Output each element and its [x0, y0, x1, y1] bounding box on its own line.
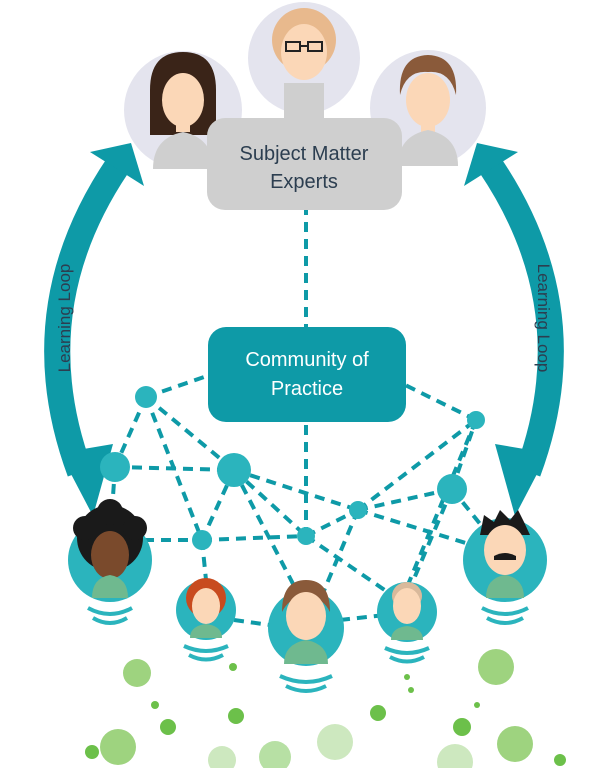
green-dots: [85, 649, 566, 773]
member-avatar-4: [377, 582, 437, 664]
network-nodes: [100, 386, 485, 550]
experts-group: Subject Matter Experts: [124, 2, 486, 210]
experts-box: [207, 118, 402, 210]
left-loop-arrow: [44, 143, 144, 516]
community-label-line2: Practice: [271, 378, 343, 400]
left-loop-label-line1: Knowledge: [23, 276, 42, 360]
member-avatar-3: [268, 580, 344, 693]
right-loop-arrow: [464, 143, 564, 516]
member-avatar-1: [68, 499, 152, 625]
experts-label-line1: Subject Matter: [240, 143, 369, 165]
community-label-line1: Community of: [245, 349, 369, 371]
right-loop-label-line2: Learning Loop: [534, 264, 553, 373]
right-loop-label-line1: Knowledge: [566, 276, 585, 360]
experts-label-line2: Experts: [270, 171, 338, 193]
member-avatar-5: [463, 510, 547, 625]
expert-avatar-center: [248, 2, 360, 123]
member-avatar-2: [176, 578, 236, 662]
left-loop-label-line2: Learning Loop: [55, 264, 74, 373]
community-box: [208, 327, 406, 422]
